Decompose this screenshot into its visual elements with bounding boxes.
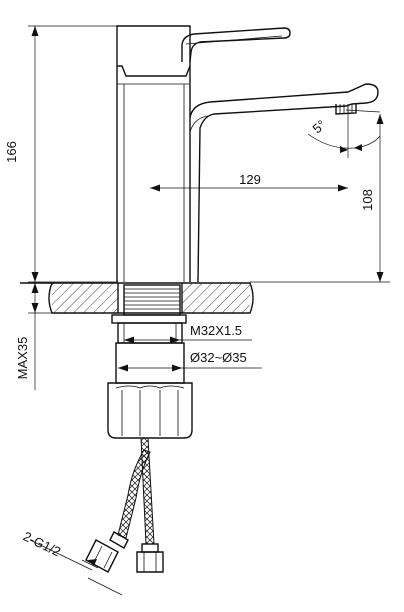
dimension-reach-label: 129 xyxy=(239,172,261,187)
dimension-mounting-thickness: MAX35 xyxy=(15,283,52,390)
lever-handle xyxy=(181,27,291,63)
dimension-inlet-thread-label: 2-G1/2 xyxy=(21,529,63,560)
dimension-spout-height-label: 108 xyxy=(360,189,375,211)
faucet-body xyxy=(116,25,191,282)
mounting-nut-assembly xyxy=(107,314,193,439)
dimension-height-overall: 166 xyxy=(4,25,118,283)
supply-hoses xyxy=(117,437,155,545)
countertop-section xyxy=(20,282,254,316)
hose-fittings xyxy=(85,531,164,573)
dimension-spout-angle-label: 5° xyxy=(310,117,329,136)
dimension-mounting-thickness-label: MAX35 xyxy=(15,337,30,380)
dimension-spout-height: 108 xyxy=(250,114,390,283)
dimension-hole-diameter-label: Ø32~Ø35 xyxy=(190,350,247,365)
dimension-reach: 129 xyxy=(150,172,348,192)
dimension-hole-diameter: Ø32~Ø35 xyxy=(118,350,262,372)
dimension-thread: M32X1.5 xyxy=(124,323,252,344)
dimension-thread-label: M32X1.5 xyxy=(190,323,242,338)
dimension-height-overall-label: 166 xyxy=(4,141,19,163)
spout xyxy=(189,83,379,283)
